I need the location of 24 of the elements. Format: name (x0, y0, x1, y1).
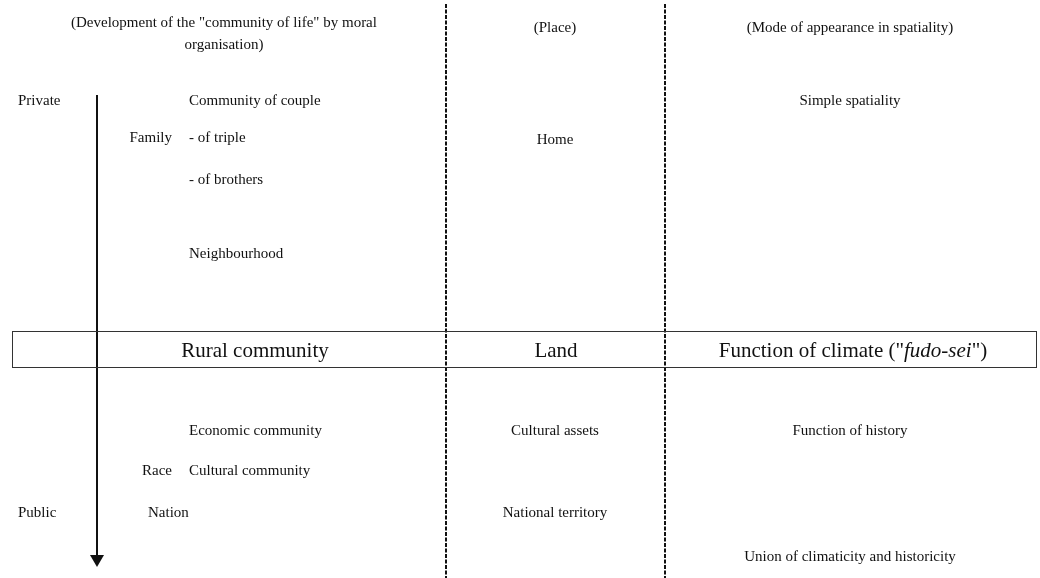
item-label: Cultural assets (511, 421, 599, 441)
item-label: Home (536, 130, 574, 150)
band-box (12, 331, 1037, 368)
column-heading: (Place) (533, 18, 577, 38)
column-heading: (Mode of appearance in spatiality) (746, 18, 954, 38)
item-label: Nation (148, 503, 189, 523)
group-label: Family (129, 128, 172, 148)
group-label: Race (142, 461, 172, 481)
item-label: Union of climaticity and historicity (744, 547, 956, 567)
item-label: - of triple (189, 128, 246, 148)
band-text: Function of climate ("fudo-sei") (718, 337, 988, 362)
item-label: - of brothers (189, 170, 264, 190)
band-text: Land (534, 337, 578, 362)
band-text: Rural community (181, 337, 329, 362)
item-label: National territory (502, 503, 608, 523)
item-label: Simple spatiality (799, 91, 901, 111)
scale-label: Private (18, 91, 61, 111)
item-label: Cultural community (189, 461, 311, 481)
item-label: Function of history (792, 421, 908, 441)
scale-label: Public (18, 503, 57, 523)
item-label: Community of couple (189, 91, 321, 111)
item-label: Economic community (189, 421, 322, 441)
item-label: Neighbourhood (189, 244, 284, 264)
column-heading: (Development of the "community of life" by moral organisation) (70, 13, 378, 54)
